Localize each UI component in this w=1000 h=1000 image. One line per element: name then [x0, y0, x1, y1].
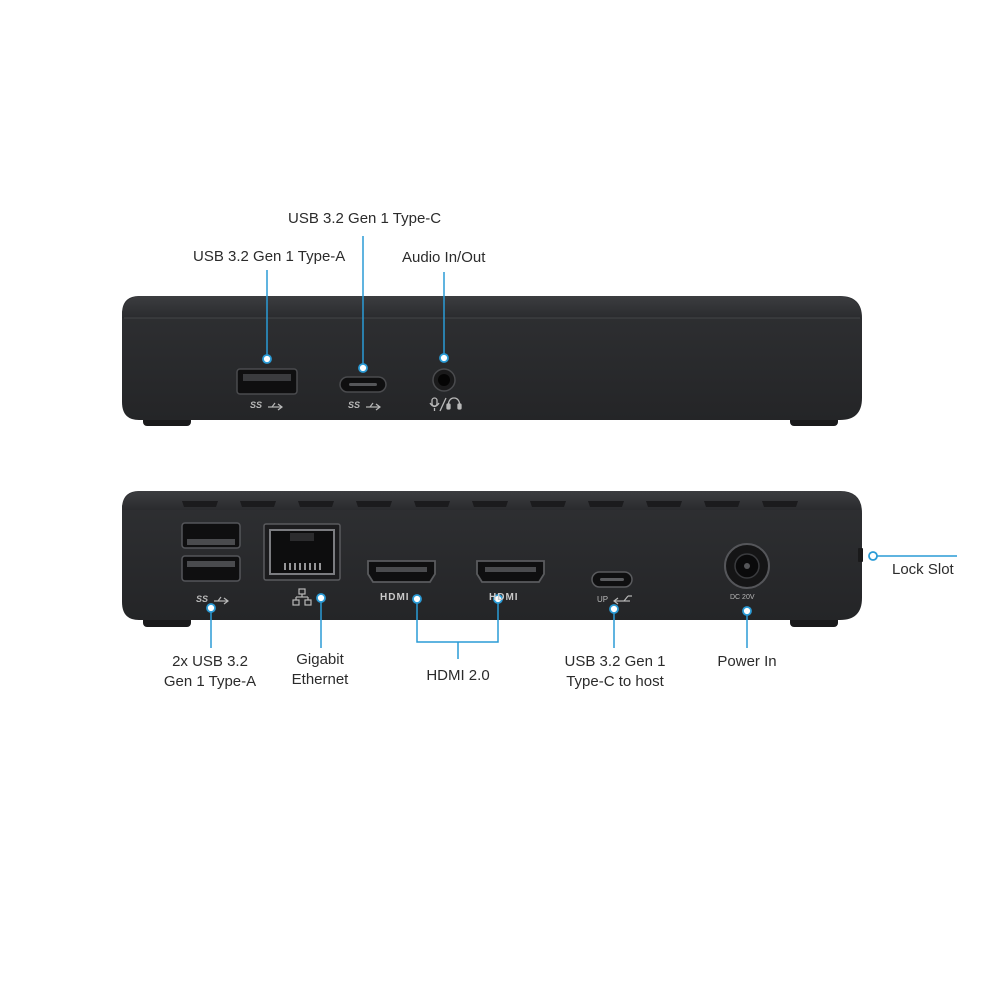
- ethernet-latch: [290, 533, 314, 541]
- label-ethernet-line2: Ethernet: [291, 671, 349, 688]
- label-audio: Audio In/Out: [402, 249, 486, 266]
- audio-icon-slash: [439, 397, 447, 412]
- ethernet-contacts: [284, 563, 321, 570]
- label-usb-c-front: USB 3.2 Gen 1 Type-C: [288, 210, 442, 227]
- rear-usb-a-tongue-bottom: [187, 561, 235, 567]
- callout-dot-hdmi-1: [412, 594, 422, 604]
- front-usb-a-port: [236, 368, 298, 395]
- usb-superspeed-icon: [214, 596, 229, 605]
- front-usb-c-tongue: [349, 383, 377, 386]
- rear-device-top-edge: [122, 491, 861, 510]
- upstream-arrow-icon: [613, 595, 632, 605]
- front-device-body: [122, 296, 862, 420]
- hdmi-1-mark: HDMI: [380, 592, 410, 603]
- callout-line-hdmi: [416, 603, 499, 659]
- hdmi-2-mark: HDMI: [489, 592, 519, 603]
- label-usb-c-host-line2: Type-C to host: [566, 673, 664, 690]
- rear-vent-grille: [182, 501, 798, 507]
- usb-c-host-mark: UP: [597, 595, 609, 604]
- hdmi-port-2-tongue: [485, 567, 536, 572]
- front-device: [122, 296, 862, 426]
- microphone-icon: [429, 397, 440, 411]
- dc-mark: DC 20V: [730, 594, 755, 601]
- front-audio-jack-hole: [438, 374, 450, 386]
- label-ethernet-line1: Gigabit: [296, 651, 344, 668]
- label-usb-a-rear-line1: 2x USB 3.2: [172, 653, 248, 670]
- rear-usb-a-tongue-top: [187, 539, 235, 545]
- rear-device: [122, 491, 863, 627]
- callout-dot-hdmi-2: [493, 594, 503, 604]
- callout-dot-usb-c-front: [358, 363, 368, 373]
- callout-dot-lock: [868, 551, 878, 561]
- label-lock: Lock Slot: [892, 561, 954, 578]
- rear-usb-a-port-bottom: [181, 555, 241, 582]
- rear-usb-c-host-tongue: [600, 578, 624, 581]
- callout-dot-usb-a-rear: [206, 603, 216, 613]
- callout-dot-power: [742, 606, 752, 616]
- label-usb-a-rear-line2: Gen 1 Type-A: [163, 673, 257, 690]
- lock-slot: [858, 548, 863, 562]
- network-icon: [292, 588, 312, 606]
- label-power: Power In: [717, 653, 777, 670]
- front-usb-a-mark: SS: [250, 400, 263, 410]
- hdmi-port-1-tongue: [376, 567, 427, 572]
- label-usb-a-front: USB 3.2 Gen 1 Type-A: [193, 248, 346, 265]
- callout-dot-usb-c-host: [609, 604, 619, 614]
- rear-usb-a-mark: SS: [196, 594, 209, 604]
- usb-superspeed-icon: [366, 402, 381, 411]
- callout-dot-usb-a-front: [262, 354, 272, 364]
- callout-lines: [210, 236, 957, 659]
- callout-dot-ethernet: [316, 593, 326, 603]
- headphone-icon: [446, 397, 462, 410]
- dc-power-jack-pin: [744, 563, 750, 569]
- callout-dot-audio: [439, 353, 449, 363]
- front-usb-c-mark: SS: [348, 400, 361, 410]
- usb-superspeed-icon: [268, 402, 283, 411]
- front-device-top-edge: [122, 296, 861, 318]
- label-hdmi: HDMI 2.0: [426, 667, 490, 684]
- callout-dots: [206, 353, 878, 616]
- label-usb-c-host-line1: USB 3.2 Gen 1: [564, 653, 666, 670]
- front-usb-a-tongue: [243, 374, 291, 381]
